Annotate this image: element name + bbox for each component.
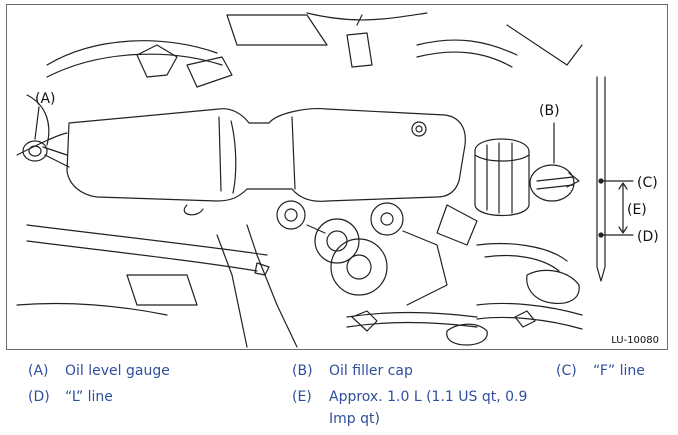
legend-key-b: (B) — [292, 363, 313, 379]
callout-b: (B) — [539, 103, 560, 119]
legend-text-e-line1: Approx. 1.0 L (1.1 US qt, 0.9 — [329, 389, 528, 405]
legend-key-c: (C) — [556, 363, 577, 379]
legend-text-a: Oil level gauge — [65, 363, 170, 379]
legend-key-d: (D) — [28, 389, 50, 405]
callout-c: (C) — [637, 175, 658, 191]
legend-text-b: Oil filler cap — [329, 363, 413, 379]
callout-d: (D) — [637, 229, 659, 245]
engine-illustration: (A) (B) (C) (E) (D) LU-10080 — [6, 4, 668, 350]
legend-text-d: “L” line — [65, 389, 113, 405]
figure-code: LU-10080 — [611, 335, 659, 346]
legend-key-e: (E) — [292, 389, 312, 405]
callout-a: (A) — [35, 91, 56, 107]
legend-key-a: (A) — [28, 363, 49, 379]
callout-e: (E) — [627, 202, 647, 218]
legend-text-c: “F” line — [593, 363, 645, 379]
engine-drawing: (A) (B) (C) (E) (D) — [16, 12, 659, 348]
legend-text-e-line2: Imp qt) — [329, 411, 380, 427]
